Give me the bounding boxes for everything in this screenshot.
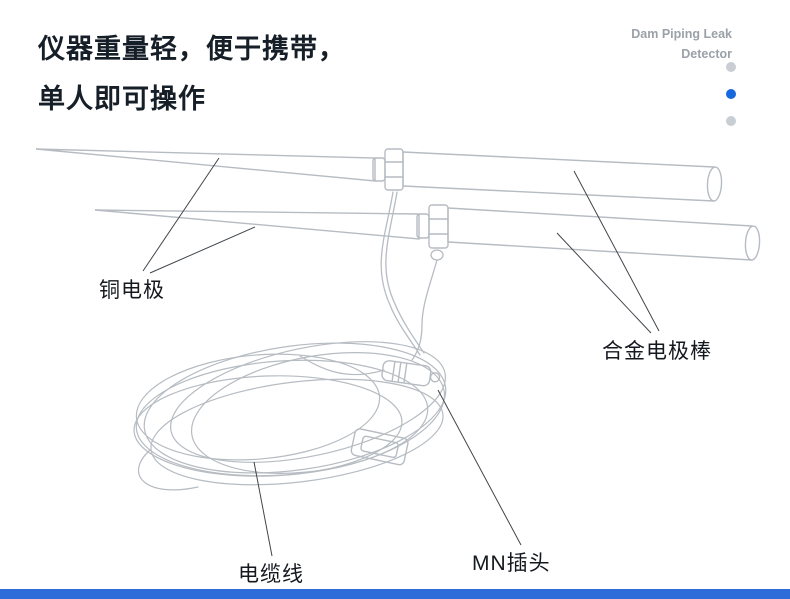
pagination-dot[interactable] xyxy=(726,62,736,72)
leader-lines xyxy=(142,157,660,557)
cable-coil-illustration xyxy=(133,341,447,491)
copper-electrode-lower-illustration xyxy=(94,209,420,240)
pagination-dot[interactable] xyxy=(726,116,736,126)
brand-text: Dam Piping Leak Detector xyxy=(631,24,732,64)
pagination-dot-active[interactable] xyxy=(726,89,736,99)
mn-plug-label: MN插头 xyxy=(472,552,551,575)
cable-junction-box-illustration xyxy=(350,428,409,466)
page-title: 仪器重量轻，便于携带， 单人即可操作 xyxy=(38,24,346,124)
alloy-rod-upper-illustration xyxy=(372,148,723,202)
brand-text-line2: Detector xyxy=(681,47,732,61)
copper-electrode-label: 铜电极 xyxy=(99,279,165,302)
page-title-line1: 仪器重量轻，便于携带， xyxy=(38,34,346,64)
bottom-accent-bar xyxy=(0,589,790,599)
pagination-dots xyxy=(726,62,736,126)
cable-label: 电缆线 xyxy=(238,563,304,586)
alloy-rod-lower-illustration xyxy=(416,204,761,261)
page-title-line2: 单人即可操作 xyxy=(38,84,206,114)
cable-drop-illustration xyxy=(380,191,444,361)
alloy-rod-label: 合金电极棒 xyxy=(602,340,712,363)
copper-electrode-upper-illustration xyxy=(35,148,376,182)
brand-text-line1: Dam Piping Leak xyxy=(631,27,732,41)
